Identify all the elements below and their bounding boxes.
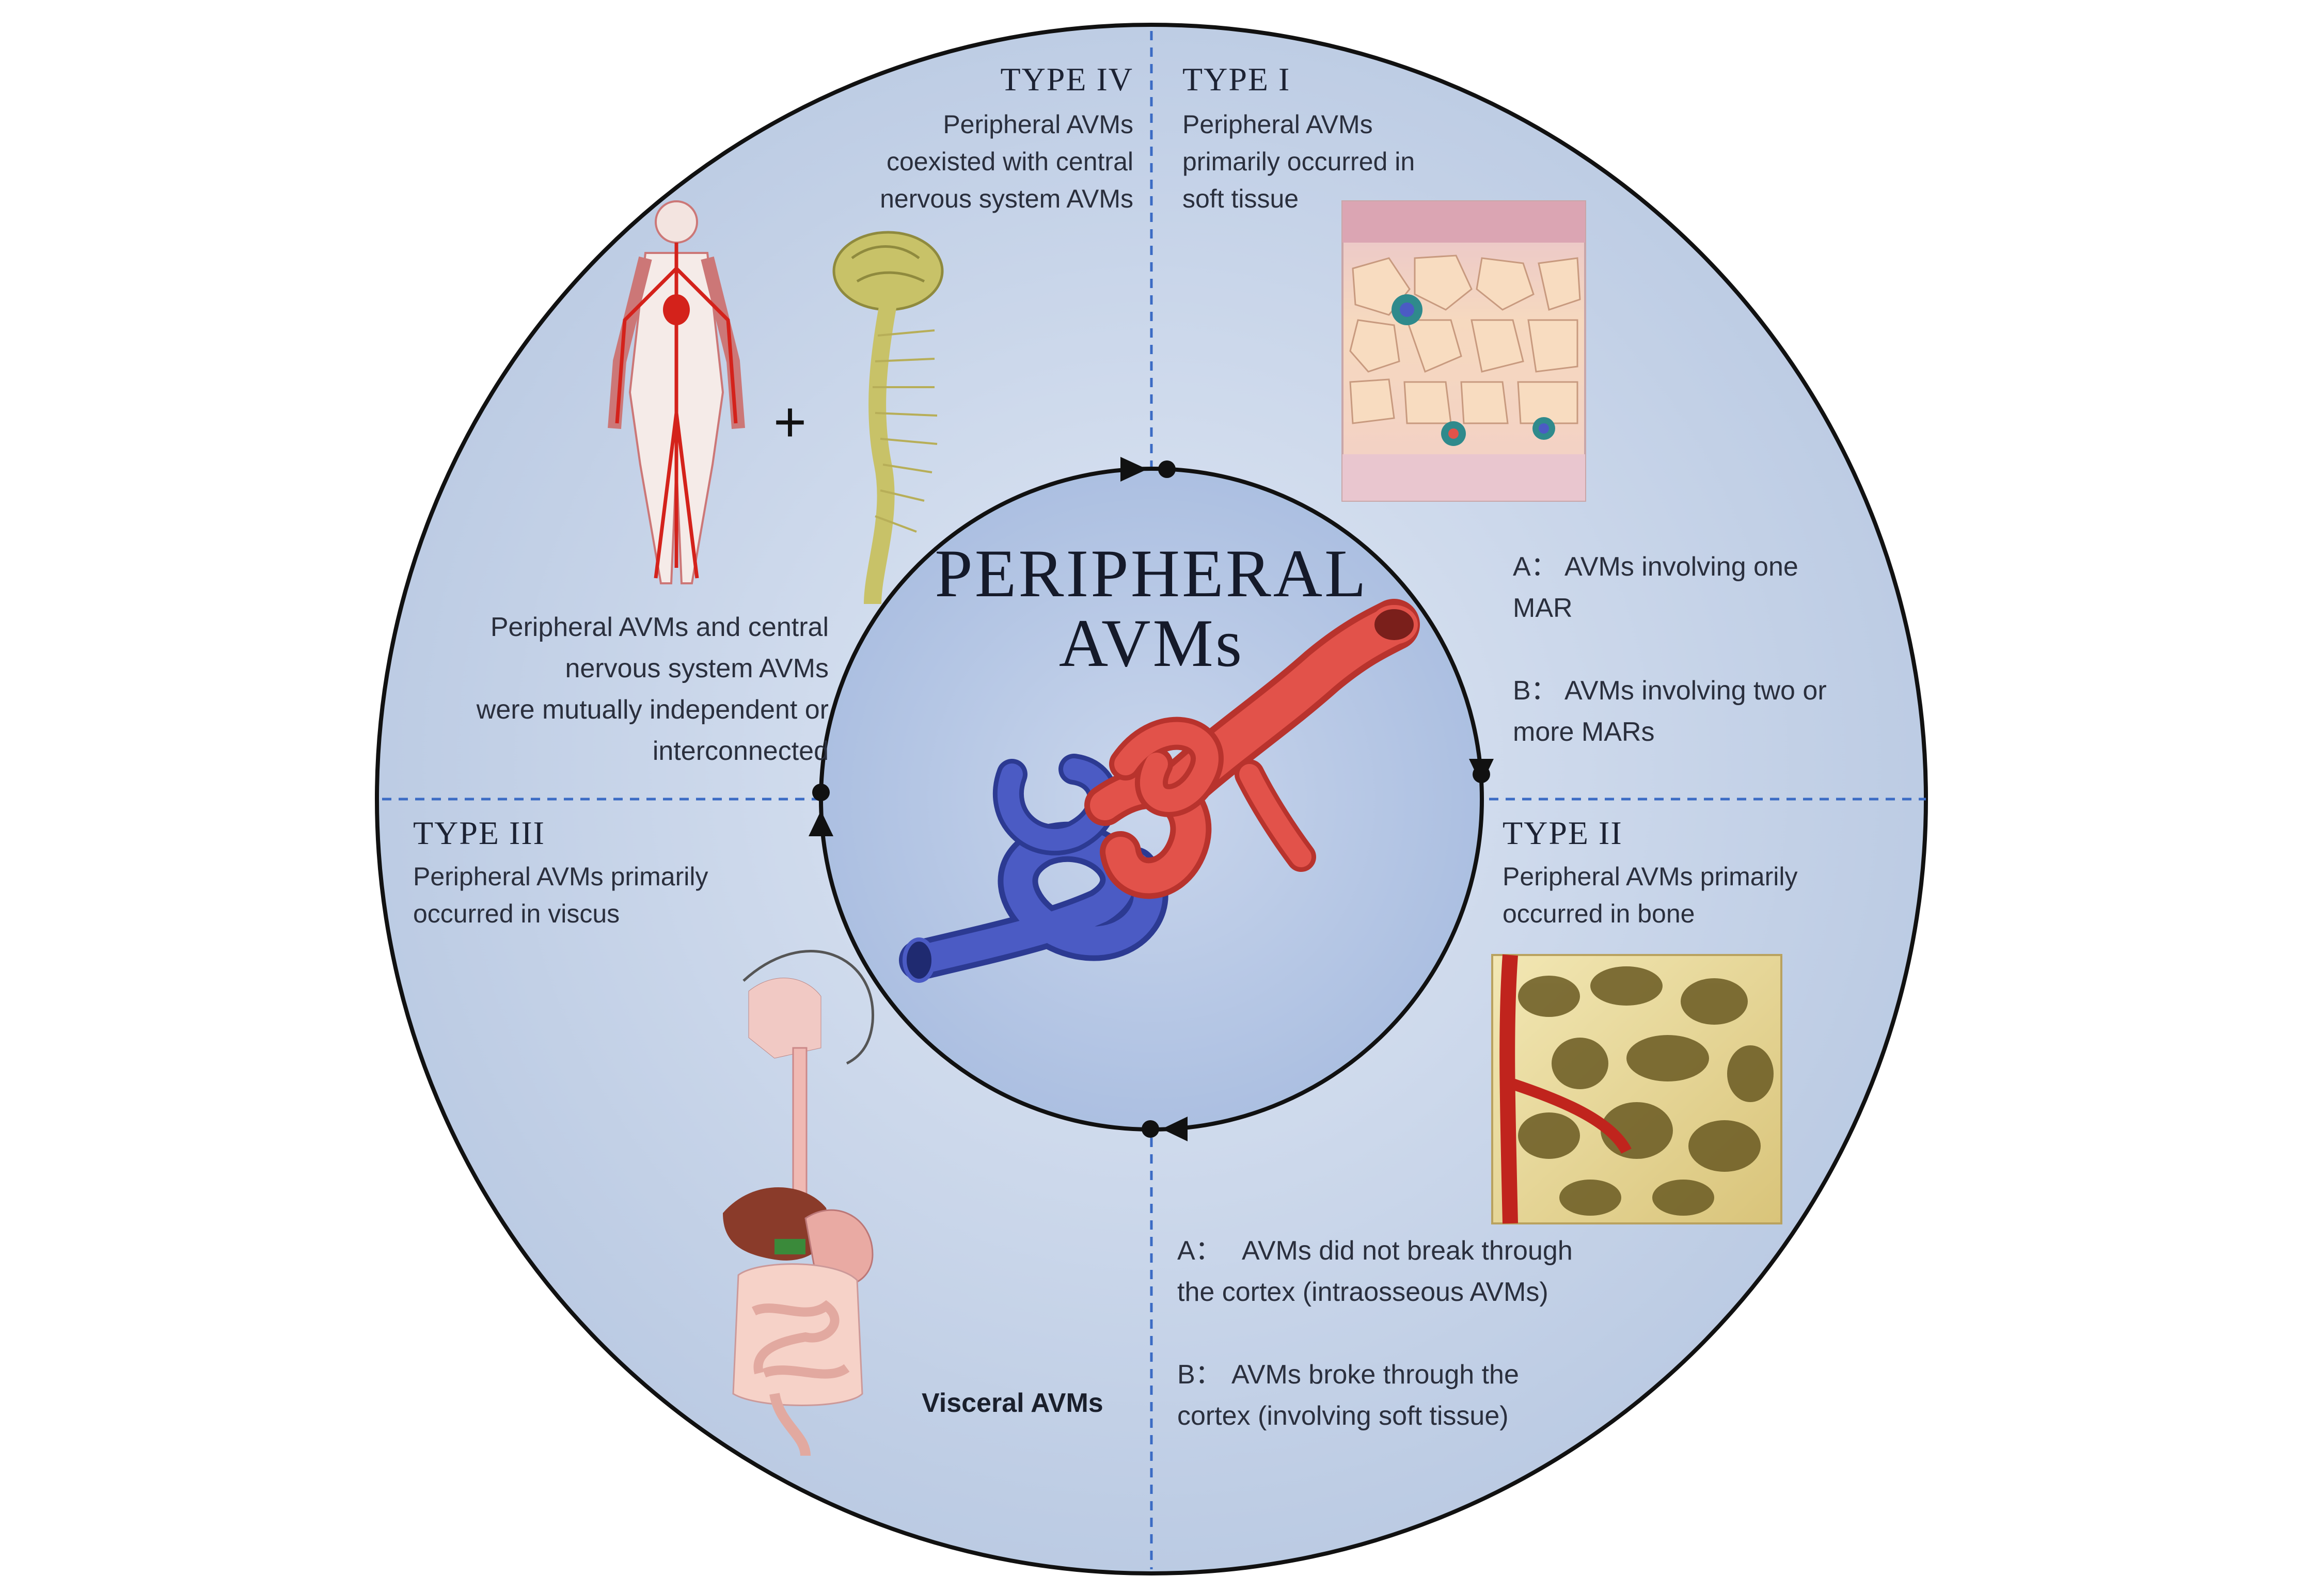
type3-title: TYPE III <box>413 815 545 851</box>
cycle-arrow-right <box>1469 759 1494 785</box>
cycle-dot-bottom <box>1142 1120 1159 1138</box>
type3-desc-line2: occurred in viscus <box>413 899 620 928</box>
cycle-arrow-bottom <box>1162 1117 1188 1141</box>
type2-a-line1: AVMs did not break through <box>1242 1236 1573 1266</box>
cycle-dot-left <box>812 784 830 801</box>
type2-b-line2: cortex (involving soft tissue) <box>1177 1401 1509 1431</box>
type1-title: TYPE I <box>1182 61 1290 98</box>
type1-b-line1: AVMs involving two or <box>1564 676 1827 706</box>
type3-desc-line1: Peripheral AVMs primarily <box>413 862 708 891</box>
type2-a-line2: the cortex (intraosseous AVMs) <box>1177 1277 1548 1307</box>
type2-b-line1: AVMs broke through the <box>1231 1360 1519 1390</box>
center-title-line1: PERIPHERAL <box>935 535 1368 611</box>
type4-desc-line2: coexisted with central <box>887 147 1133 176</box>
type4-note-line3: were mutually independent or <box>476 695 829 725</box>
cycle-arrow-left <box>809 810 833 836</box>
type2-b-label: B： <box>1177 1360 1222 1390</box>
cycle-arrow-top <box>1120 457 1147 482</box>
human-body-vasculature-illustration <box>608 200 745 584</box>
type1-b-label: B： <box>1513 676 1558 706</box>
cycle-dot-top <box>1158 460 1176 478</box>
type1-a-line2: MAR <box>1513 593 1573 623</box>
center-title-line2: AVMs <box>1059 605 1244 681</box>
type3-caption: Visceral AVMs <box>922 1388 1103 1418</box>
type4-note-line2: nervous system AVMs <box>565 654 829 683</box>
type4-note-line1: Peripheral AVMs and central <box>491 612 829 642</box>
type1-a-line1: AVMs involving one <box>1564 552 1798 582</box>
brain-spinal-cord-illustration <box>832 231 944 604</box>
plus-sign: + <box>773 390 807 454</box>
type1-b-line2: more MARs <box>1513 717 1654 747</box>
bone-illustration <box>1491 954 1782 1224</box>
type4-title: TYPE IV <box>1000 61 1133 98</box>
type1-a-label: A： <box>1513 552 1558 582</box>
type4-desc-line3: nervous system AVMs <box>880 184 1133 213</box>
type1-desc-line2: primarily occurred in <box>1182 147 1415 176</box>
type2-desc-line2: occurred in bone <box>1503 899 1695 928</box>
type2-desc-line1: Peripheral AVMs primarily <box>1503 862 1797 891</box>
type1-desc-line1: Peripheral AVMs <box>1182 110 1373 139</box>
soft-tissue-illustration <box>1341 200 1586 502</box>
type1-desc-line3: soft tissue <box>1182 184 1299 213</box>
digestive-system-illustration <box>723 950 874 1456</box>
type2-title: TYPE II <box>1503 815 1623 851</box>
type4-note-line4: interconnected <box>653 736 829 766</box>
avm-tangle-illustration <box>899 599 1420 983</box>
type4-desc-line1: Peripheral AVMs <box>943 110 1133 139</box>
type2-a-label: A： <box>1177 1236 1222 1266</box>
